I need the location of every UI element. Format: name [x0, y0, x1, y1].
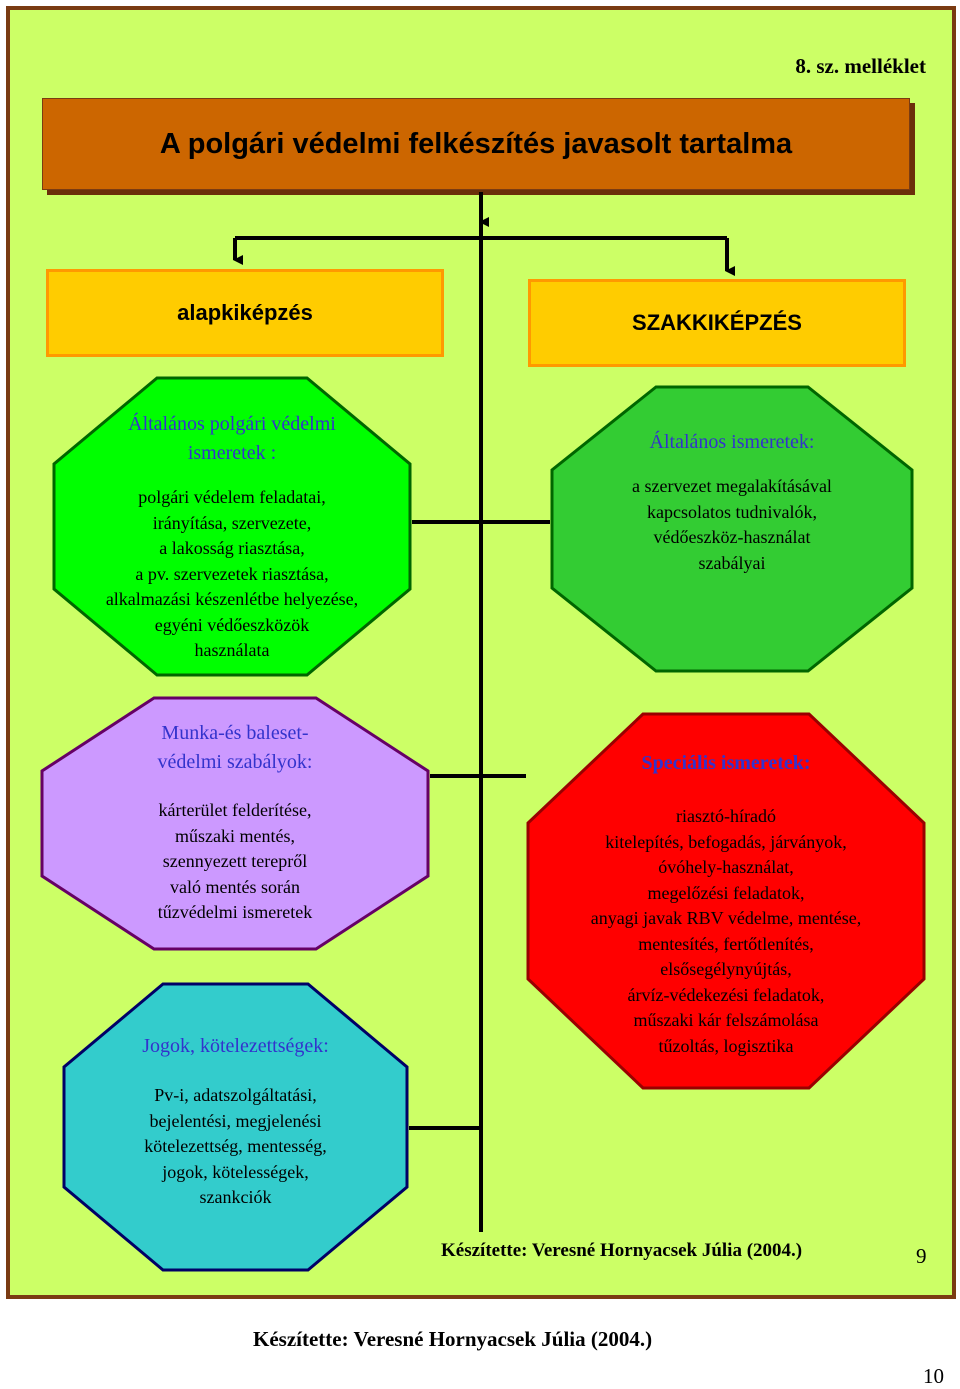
credit-inner: Készítette: Veresné Hornyacsek Júlia (20… — [441, 1240, 803, 1261]
diagram-title: A polgári védelmi felkészítés javasolt t… — [159, 127, 793, 160]
octagon-shape — [52, 376, 412, 677]
category-basic-training: alapkiképzés — [46, 269, 444, 357]
box-general-civil-knowledge: Általános polgári védelmi ismeretek : po… — [52, 376, 412, 677]
box-body: polgári védelem feladatai, irányítása, s… — [105, 487, 359, 660]
annex-label: 8. sz. melléklet — [795, 54, 926, 78]
page-number-outer: 10 — [923, 1364, 944, 1388]
box-title: Munka-és baleset- védelmi szabályok: — [157, 722, 313, 773]
category-basic-training-label: alapkiképzés — [177, 300, 313, 325]
box-title: Általános ismeretek: — [649, 431, 815, 453]
box-title: Általános polgári védelmi ismeretek : — [128, 413, 336, 464]
box-special-knowledge: Speciális ismeretek: riasztó-híradó kite… — [526, 712, 926, 1090]
credit-outer: Készítette: Veresné Hornyacsek Júlia (20… — [253, 1327, 653, 1351]
category-special-training-label: SZAKKIKÉPZÉS — [632, 310, 802, 335]
box-body: Pv-i, adatszolgáltatási, bejelentési, me… — [144, 1085, 327, 1207]
box-rights-obligations: Jogok, kötelezettségek: Pv-i, adatszolgá… — [62, 982, 409, 1272]
page-number-inner: 9 — [916, 1244, 927, 1268]
octagon-shape — [40, 696, 430, 951]
box-work-safety-rules: Munka-és baleset- védelmi szabályok: kár… — [40, 696, 430, 951]
box-title: Speciális ismeretek: — [641, 752, 811, 774]
box-body: riasztó-híradó kitelepítés, befogadás, j… — [590, 806, 862, 1056]
title-box: A polgári védelmi felkészítés javasolt t… — [42, 98, 910, 190]
category-special-training: SZAKKIKÉPZÉS — [528, 279, 906, 367]
box-title: Jogok, kötelezettségek: — [142, 1035, 329, 1057]
box-general-knowledge: Általános ismeretek: a szervezet megalak… — [550, 385, 914, 673]
box-body: a szervezet megalakításával kapcsolatos … — [632, 476, 832, 573]
octagon-shape — [526, 712, 926, 1090]
box-body: kárterület felderítése, műszaki mentés, … — [157, 800, 313, 922]
octagon-shape — [62, 982, 409, 1272]
octagon-shape — [550, 385, 914, 673]
